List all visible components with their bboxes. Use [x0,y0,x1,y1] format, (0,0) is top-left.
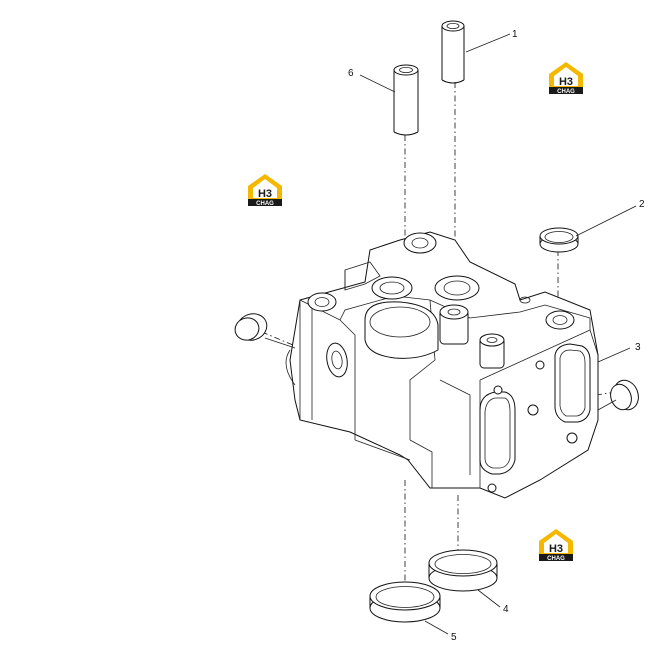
part-6-valve-guide [393,64,419,136]
part-1-valve-guide [441,20,465,84]
callout-1: 1 [512,29,518,40]
logo-wordmark-text: CHAG [557,89,575,95]
callout-6: 6 [348,68,354,79]
logo-mark-text: H3 [549,543,563,555]
logo-watermark: H3 CHAG [539,529,573,562]
part-3-cylinder-head [285,231,599,499]
callout-4: 4 [503,604,509,615]
logo-mark-text: H3 [258,188,272,200]
logo-mark-text: H3 [559,76,573,88]
logo-watermark: H3 CHAG [549,62,583,95]
left-plug [234,313,268,341]
callout-3: 3 [635,342,641,353]
logo-watermark: H3 CHAG [248,174,282,207]
callout-2: 2 [639,199,645,210]
part-4-valve-seat-ring [428,549,498,592]
logo-wordmark-text: CHAG [256,201,274,207]
part-2-seal-ring [539,227,579,253]
right-plug [610,379,639,411]
callout-5: 5 [451,632,457,643]
part-5-valve-seat-ring [369,581,441,623]
logo-wordmark-text: CHAG [547,556,565,562]
